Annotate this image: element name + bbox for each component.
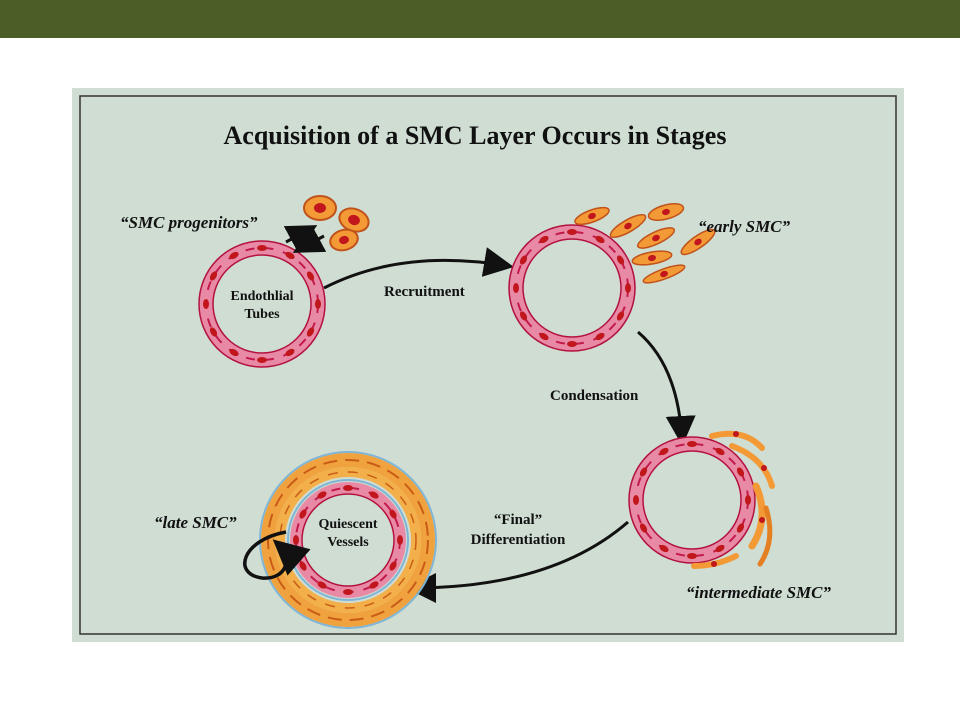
cell-nucleus bbox=[687, 441, 697, 447]
cell-nucleus bbox=[639, 467, 648, 477]
cell-nucleus bbox=[369, 581, 379, 589]
cell-nucleus bbox=[203, 299, 209, 309]
cell-nucleus bbox=[285, 251, 295, 260]
diagram-figure: Acquisition of a SMC Layer Occurs in Sta… bbox=[72, 88, 904, 642]
recruitment-arrow bbox=[323, 247, 514, 290]
figure-frame bbox=[79, 95, 897, 635]
early-smc-cells bbox=[574, 203, 716, 284]
final-differentiation-arrow bbox=[406, 520, 629, 603]
cell-nucleus bbox=[285, 348, 295, 357]
condensation-label: Condensation bbox=[550, 388, 639, 404]
cell-nucleus bbox=[567, 341, 577, 347]
cell-nucleus bbox=[745, 495, 751, 505]
progenitor-arrow-out bbox=[283, 225, 318, 253]
cell-nucleus bbox=[293, 535, 299, 545]
cell-nucleus bbox=[209, 327, 218, 337]
stage1-label-line1: Endothlial bbox=[230, 289, 293, 304]
endothelial-tube-stage1 bbox=[198, 240, 326, 368]
intermediate-smc-cells bbox=[691, 430, 775, 569]
cell-nucleus bbox=[343, 485, 353, 491]
cell-nucleus bbox=[567, 229, 577, 235]
cell-nucleus bbox=[299, 509, 307, 519]
cell-nucleus bbox=[595, 235, 605, 244]
cell-nucleus bbox=[306, 327, 315, 337]
intermediate-smc-label: “intermediate SMC” bbox=[686, 583, 831, 602]
late-smc-loop-arrow bbox=[243, 530, 311, 580]
cell-nucleus bbox=[317, 581, 327, 589]
cell-nucleus bbox=[317, 491, 327, 499]
vessel-stage2 bbox=[508, 224, 636, 352]
figure-title: Acquisition of a SMC Layer Occurs in Sta… bbox=[224, 121, 727, 150]
progenitor-arrow-in bbox=[292, 225, 327, 253]
cell-nucleus bbox=[633, 495, 639, 505]
cell-nucleus bbox=[616, 311, 625, 321]
stage1-label-line2: Tubes bbox=[244, 307, 280, 322]
early-smc-label: “early SMC” bbox=[698, 217, 791, 236]
cell-nucleus bbox=[539, 235, 549, 244]
recruitment-label: Recruitment bbox=[384, 284, 465, 300]
cell-nucleus bbox=[306, 271, 315, 281]
cell-nucleus bbox=[616, 255, 625, 265]
cell-nucleus bbox=[736, 467, 745, 477]
late-smc-label: “late SMC” bbox=[154, 513, 237, 532]
cell-nucleus bbox=[369, 491, 379, 499]
top-header-bar bbox=[0, 0, 960, 38]
cell-nucleus bbox=[625, 283, 631, 293]
cell-nucleus bbox=[519, 255, 528, 265]
final-label-line2: Differentiation bbox=[471, 532, 566, 548]
cell-nucleus bbox=[209, 271, 218, 281]
cell-nucleus bbox=[659, 447, 669, 456]
cell-nucleus bbox=[595, 332, 605, 341]
cell-nucleus bbox=[687, 553, 697, 559]
cell-nucleus bbox=[315, 299, 321, 309]
final-label-line1: “Final” bbox=[494, 512, 542, 528]
smc-progenitors-label: “SMC progenitors” bbox=[120, 213, 258, 232]
cell-nucleus bbox=[397, 535, 403, 545]
cell-nucleus bbox=[736, 523, 745, 533]
cell-nucleus bbox=[343, 589, 353, 595]
stage4-label-line1: Quiescent bbox=[318, 517, 377, 532]
cell-nucleus bbox=[519, 311, 528, 321]
cell-nucleus bbox=[715, 447, 725, 456]
cell-nucleus bbox=[639, 523, 648, 533]
cell-nucleus bbox=[389, 561, 397, 571]
condensation-arrow bbox=[637, 330, 696, 446]
smc-progenitor-cells bbox=[303, 195, 370, 252]
vessel-stage3 bbox=[628, 436, 756, 564]
cell-nucleus bbox=[715, 544, 725, 553]
cell-nucleus bbox=[659, 544, 669, 553]
cell-nucleus bbox=[389, 509, 397, 519]
cell-nucleus bbox=[257, 245, 267, 251]
cell-nucleus bbox=[229, 251, 239, 260]
cell-nucleus bbox=[513, 283, 519, 293]
cell-nucleus bbox=[229, 348, 239, 357]
cell-nucleus bbox=[539, 332, 549, 341]
cell-nucleus bbox=[257, 357, 267, 363]
stage4-label-line2: Vessels bbox=[327, 535, 369, 550]
diagram-svg: Acquisition of a SMC Layer Occurs in Sta… bbox=[79, 95, 897, 635]
